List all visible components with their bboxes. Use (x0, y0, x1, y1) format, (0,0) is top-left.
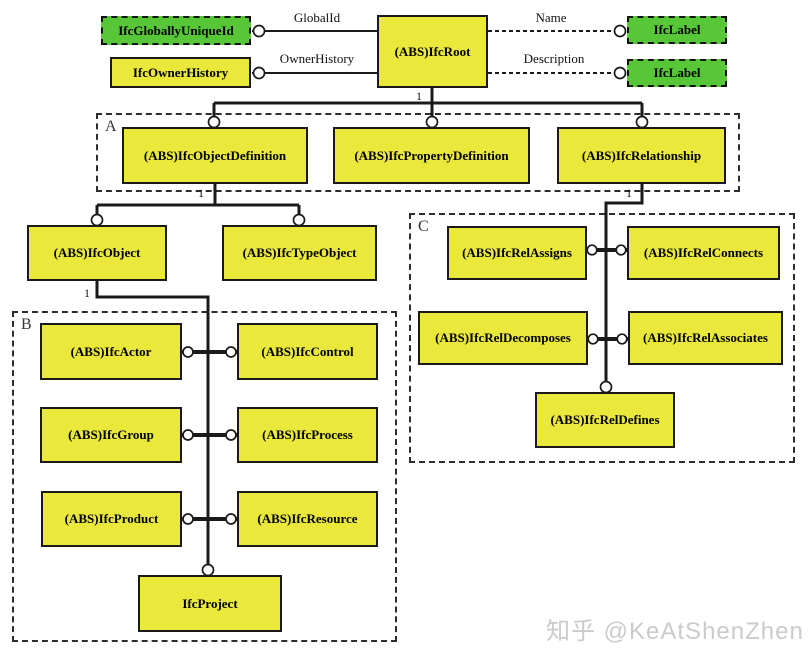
type-ifc-label-name: IfcLabel (627, 16, 727, 44)
group-b-frame: B (12, 311, 397, 642)
entity-ifc-relationship: (ABS)IfcRelationship (557, 127, 726, 184)
entity-ifc-actor: (ABS)IfcActor (40, 323, 182, 380)
circle-control (225, 346, 237, 358)
circle-ownerhistory (252, 66, 266, 80)
node-label: (ABS)IfcResource (257, 511, 358, 526)
tree-relationship-trunk (604, 184, 644, 383)
circle-relassociates (616, 333, 628, 345)
node-label: (ABS)IfcRelDecomposes (435, 330, 571, 345)
entity-ifc-rel-assigns: (ABS)IfcRelAssigns (447, 226, 587, 280)
edge-label-description: Description (523, 51, 585, 66)
node-label: (ABS)IfcRoot (394, 43, 471, 59)
node-label: (ABS)IfcProcess (262, 427, 353, 442)
circle-relationship (635, 115, 649, 129)
circle-name (613, 24, 627, 38)
node-label: (ABS)IfcRelConnects (643, 245, 764, 260)
entity-ifc-object: (ABS)IfcObject (27, 225, 167, 281)
node-label: (ABS)IfcRelAssociates (643, 330, 768, 345)
node-label: IfcGloballyUniqueId (118, 22, 234, 38)
node-label: (ABS)IfcObjectDefinition (143, 147, 287, 163)
node-label: (ABS)IfcRelAssigns (462, 245, 572, 260)
edge-label-name: Name (535, 10, 567, 25)
entity-ifc-product: (ABS)IfcProduct (41, 491, 182, 547)
node-label: IfcLabel (653, 65, 701, 80)
type-ifc-label-description: IfcLabel (627, 59, 727, 87)
entity-ifc-resource: (ABS)IfcResource (237, 491, 378, 547)
circle-relassigns (586, 244, 598, 256)
entity-ifc-group: (ABS)IfcGroup (40, 407, 182, 463)
circle-group (182, 429, 194, 441)
entity-ifc-rel-defines: (ABS)IfcRelDefines (535, 392, 675, 448)
circle-reldefines (599, 380, 613, 394)
entity-ifc-rel-decomposes: (ABS)IfcRelDecomposes (418, 311, 588, 365)
group-a-frame: A (96, 113, 740, 192)
entity-ifc-root: (ABS)IfcRoot (377, 15, 488, 88)
entity-ifc-object-definition: (ABS)IfcObjectDefinition (122, 127, 308, 184)
entity-ifc-owner-history: IfcOwnerHistory (110, 57, 251, 88)
node-label: (ABS)IfcRelationship (581, 147, 702, 163)
circle-connectors (90, 24, 649, 577)
circle-process (225, 429, 237, 441)
watermark: 知乎 @KeAtShenZhen (546, 618, 804, 645)
node-label: (ABS)IfcPropertyDefinition (354, 147, 509, 163)
entity-ifc-type-object: (ABS)IfcTypeObject (222, 225, 377, 281)
entity-ifc-project: IfcProject (138, 575, 282, 632)
group-a-label: A (105, 118, 117, 135)
attribute-edges (252, 30, 626, 74)
circle-resource (225, 513, 237, 525)
circle-relconnects (615, 244, 627, 256)
multiplicity-root: 1 (416, 89, 422, 103)
circle-reldecomposes (587, 333, 599, 345)
circle-product (182, 513, 194, 525)
circle-object (90, 213, 104, 227)
node-label: (ABS)IfcControl (261, 343, 354, 359)
entity-ifc-control: (ABS)IfcControl (237, 323, 378, 380)
circle-actor (182, 346, 194, 358)
generalization-tree-root (212, 88, 644, 118)
node-label: (ABS)IfcRelDefines (550, 412, 660, 427)
group-c-label: C (418, 218, 429, 235)
circle-propertydefinition (425, 115, 439, 129)
entity-ifc-rel-associates: (ABS)IfcRelAssociates (628, 311, 783, 365)
node-label: IfcOwnerHistory (132, 64, 229, 80)
type-ifc-globally-unique-id: IfcGloballyUniqueId (101, 16, 251, 45)
circle-description (613, 66, 627, 80)
node-label: (ABS)IfcGroup (68, 427, 154, 442)
node-label: IfcProject (182, 595, 238, 611)
circle-globalid (252, 24, 266, 38)
edge-label-globalid: GlobalId (293, 10, 341, 25)
tree-object-trunk (95, 281, 210, 566)
entity-ifc-property-definition: (ABS)IfcPropertyDefinition (333, 127, 530, 184)
group-b-label: B (21, 316, 32, 333)
group-c-frame: C (409, 213, 795, 463)
entity-ifc-rel-connects: (ABS)IfcRelConnects (627, 226, 780, 280)
edge-label-ownerhistory: OwnerHistory (279, 51, 355, 66)
multiplicity-object-definition: 1 (198, 186, 204, 200)
node-label: (ABS)IfcActor (70, 343, 152, 359)
circle-objectdefinition (207, 115, 221, 129)
node-label: IfcLabel (653, 22, 701, 37)
multiplicity-relationship: 1 (626, 186, 632, 200)
multiplicity-object: 1 (84, 286, 90, 300)
node-label: (ABS)IfcObject (53, 245, 141, 260)
node-label: (ABS)IfcTypeObject (242, 245, 357, 260)
circle-typeobject (292, 213, 306, 227)
entity-ifc-process: (ABS)IfcProcess (237, 407, 378, 463)
node-label: (ABS)IfcProduct (64, 511, 159, 526)
circle-project (201, 563, 215, 577)
